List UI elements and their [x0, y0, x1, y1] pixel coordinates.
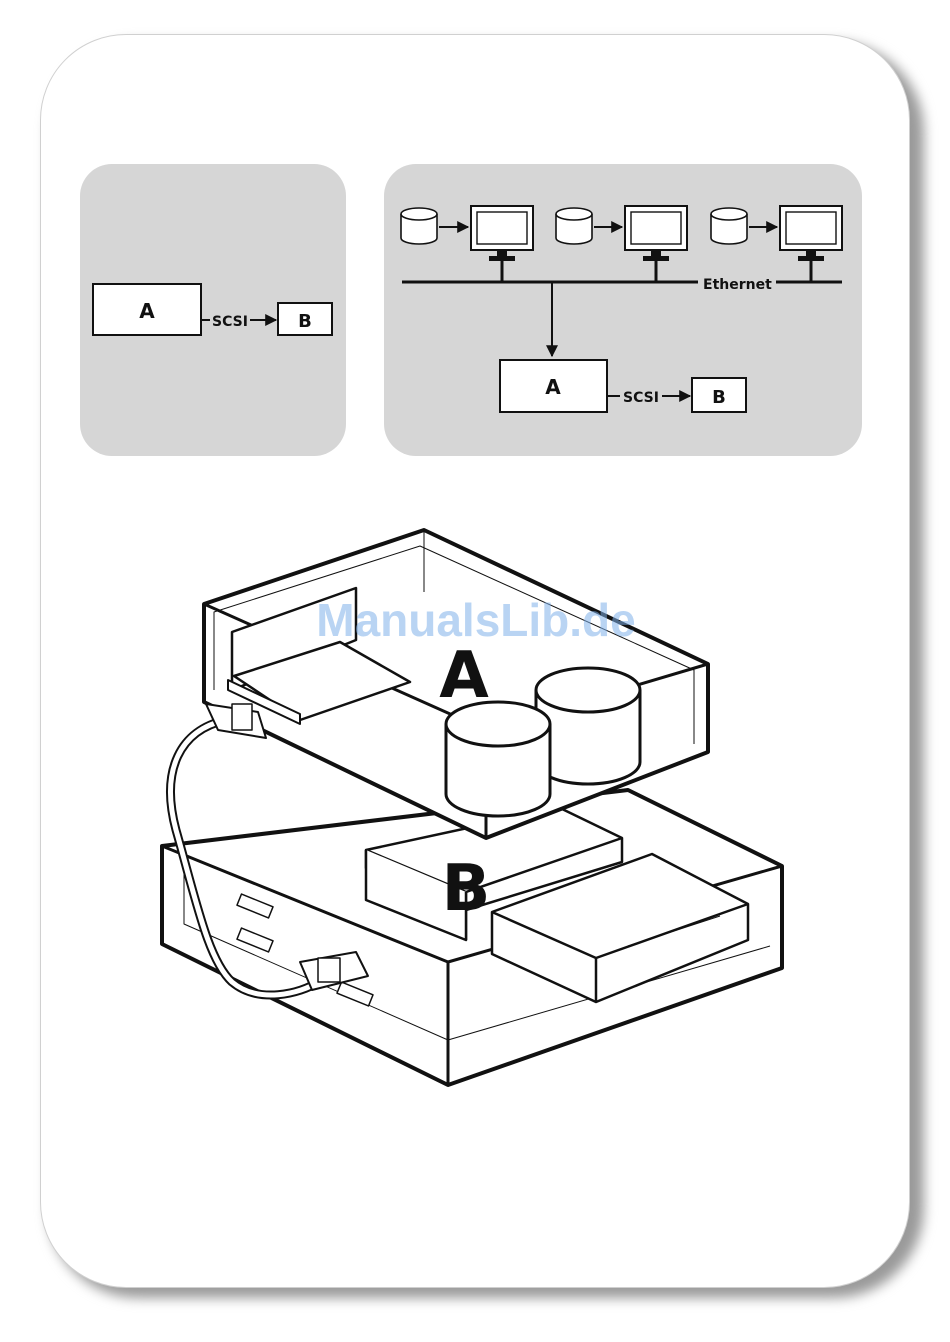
monitor-icon [780, 206, 842, 261]
watermark: ManualsLib.de [316, 594, 635, 646]
client-2 [556, 206, 687, 282]
simple-diagram: A SCSI B [93, 284, 332, 335]
scsi-label: SCSI [623, 390, 659, 406]
disk-icon [556, 208, 592, 244]
monitor-icon [471, 206, 533, 261]
disk-icon [401, 208, 437, 244]
disk-drive [446, 702, 550, 816]
device-b-label: B [712, 387, 726, 408]
client-3 [711, 206, 842, 282]
scsi-label: SCSI [212, 314, 248, 330]
enclosure-b-label: B [442, 852, 491, 926]
disk-icon [711, 208, 747, 244]
device-b-label: B [298, 311, 312, 332]
device-a-label: A [139, 299, 155, 323]
ethernet-label: Ethernet [703, 277, 772, 293]
client-1 [401, 206, 533, 282]
server-a-label: A [439, 639, 489, 713]
device-a-label: A [545, 375, 561, 399]
network-diagram: Ethernet A SCSI B [401, 206, 842, 412]
disk-drive [536, 668, 640, 784]
enclosure-b [162, 790, 782, 1085]
monitor-icon [625, 206, 687, 261]
